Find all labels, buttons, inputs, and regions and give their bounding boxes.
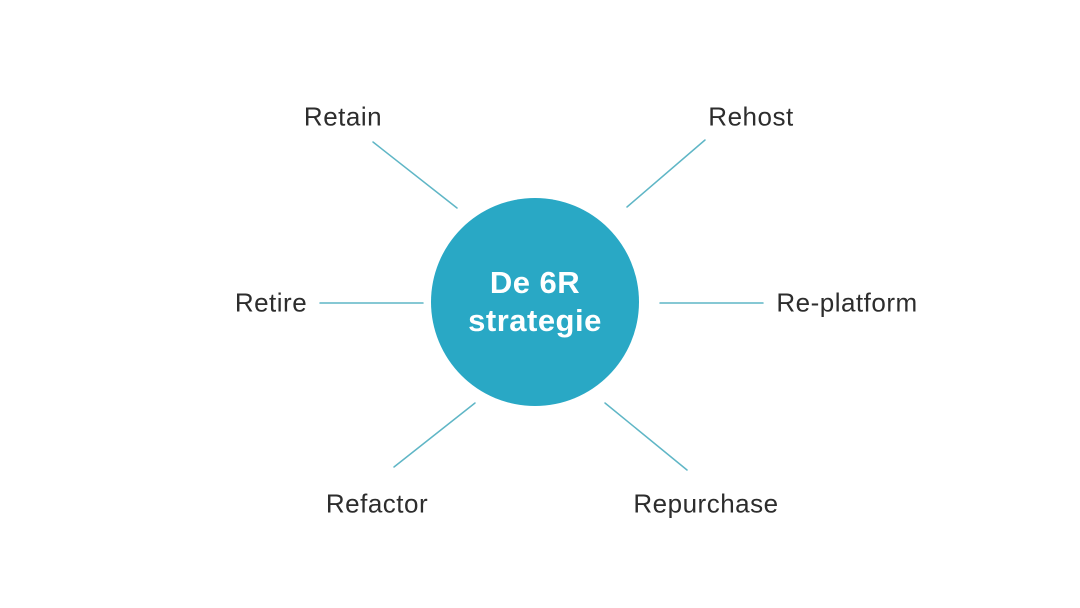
node-label-retain: Retain: [303, 101, 383, 132]
center-circle: De 6R strategie: [431, 198, 639, 406]
connector-retain: [372, 141, 458, 209]
node-label-retire: Retire: [234, 287, 308, 318]
node-label-rehost: Rehost: [708, 101, 794, 132]
node-label-refactor: Refactor: [325, 488, 429, 519]
connector-repurchase: [604, 402, 688, 471]
diagram-title: De 6R strategie: [468, 265, 602, 338]
connector-refactor: [393, 402, 476, 468]
connector-rehost: [626, 139, 706, 208]
node-label-replatform: Re-platform: [776, 287, 918, 318]
node-label-repurchase: Repurchase: [633, 488, 779, 519]
